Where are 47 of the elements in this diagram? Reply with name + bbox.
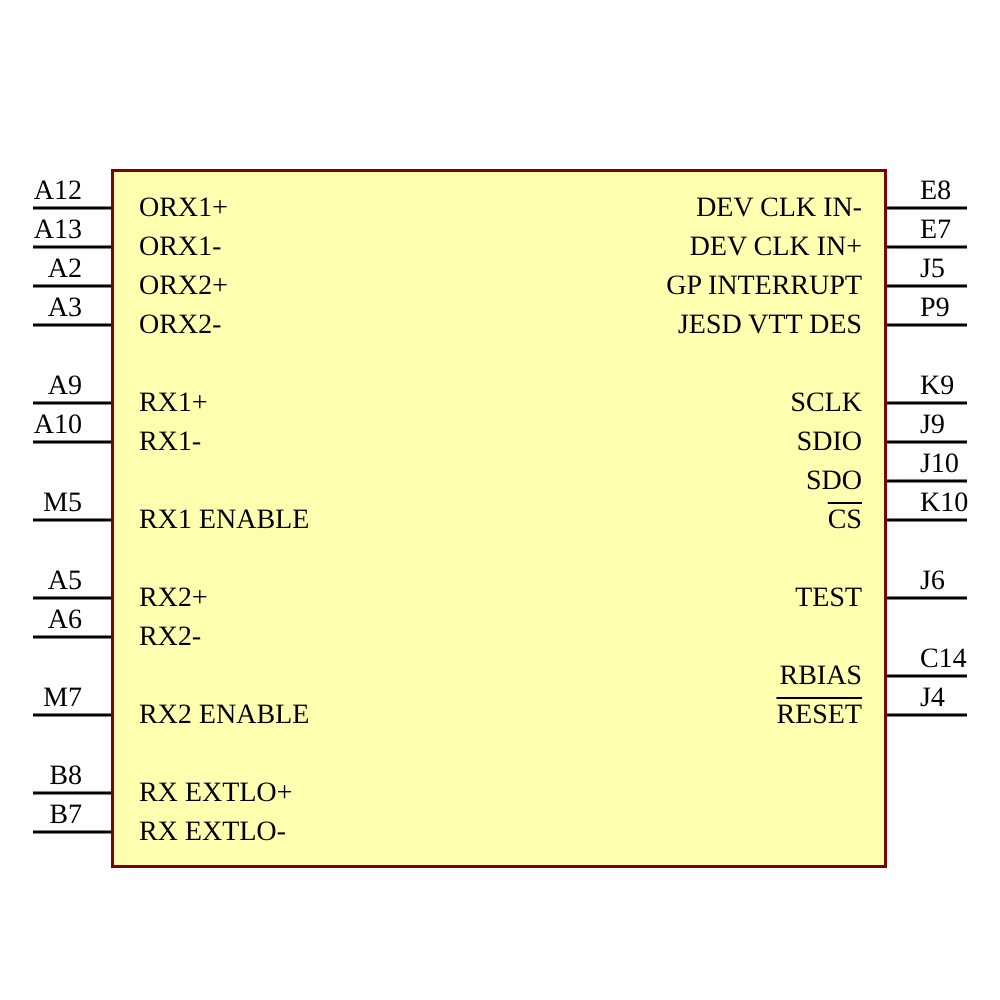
pin-name: RX EXTLO- [139, 817, 286, 847]
pin-number: J10 [920, 450, 959, 478]
pin-number: A6 [48, 606, 82, 634]
pin-name: JESD VTT DES [678, 310, 862, 340]
pin-number: M7 [43, 684, 82, 712]
chip-body [111, 169, 887, 868]
pin-name: CS [828, 505, 862, 535]
pin-name: DEV CLK IN- [696, 193, 862, 223]
pin-number: C14 [920, 645, 967, 673]
pin-name: RBIAS [780, 661, 862, 691]
pin-number: A12 [34, 177, 82, 205]
pin-number: K10 [920, 489, 968, 517]
pin-name: SDIO [796, 427, 862, 457]
pin-name: SCLK [790, 388, 862, 418]
pin-number: A5 [48, 567, 82, 595]
pin-number: P9 [920, 294, 950, 322]
pin-name: RX2 ENABLE [139, 700, 310, 730]
pin-name: SDO [806, 466, 862, 496]
pin-number: B7 [49, 801, 82, 829]
pin-number: J4 [920, 684, 945, 712]
pin-name: GP INTERRUPT [666, 271, 862, 301]
pin-name: ORX2+ [139, 271, 228, 301]
pin-name: RX2+ [139, 583, 208, 613]
pin-name: RX1+ [139, 388, 208, 418]
pin-number: J5 [920, 255, 945, 283]
pin-name: RX EXTLO+ [139, 778, 292, 808]
pin-name: RX1 ENABLE [139, 505, 310, 535]
pin-number: E8 [920, 177, 952, 205]
pin-number: J9 [920, 411, 945, 439]
pin-number: A2 [48, 255, 82, 283]
pin-name: TEST [795, 583, 862, 613]
pin-name: RESET [776, 700, 862, 730]
pin-number: A13 [34, 216, 82, 244]
pin-name: DEV CLK IN+ [690, 232, 862, 262]
pin-number: A3 [48, 294, 82, 322]
pin-number: K9 [920, 372, 954, 400]
pin-number: A10 [34, 411, 82, 439]
pin-number: B8 [49, 762, 82, 790]
pin-name: ORX1- [139, 232, 222, 262]
pin-number: A9 [48, 372, 82, 400]
pin-name: RX2- [139, 622, 202, 652]
pin-name: ORX1+ [139, 193, 228, 223]
pin-number: J6 [920, 567, 945, 595]
pin-name: RX1- [139, 427, 202, 457]
pin-number: E7 [920, 216, 952, 244]
pin-name: ORX2- [139, 310, 222, 340]
pin-number: M5 [43, 489, 82, 517]
